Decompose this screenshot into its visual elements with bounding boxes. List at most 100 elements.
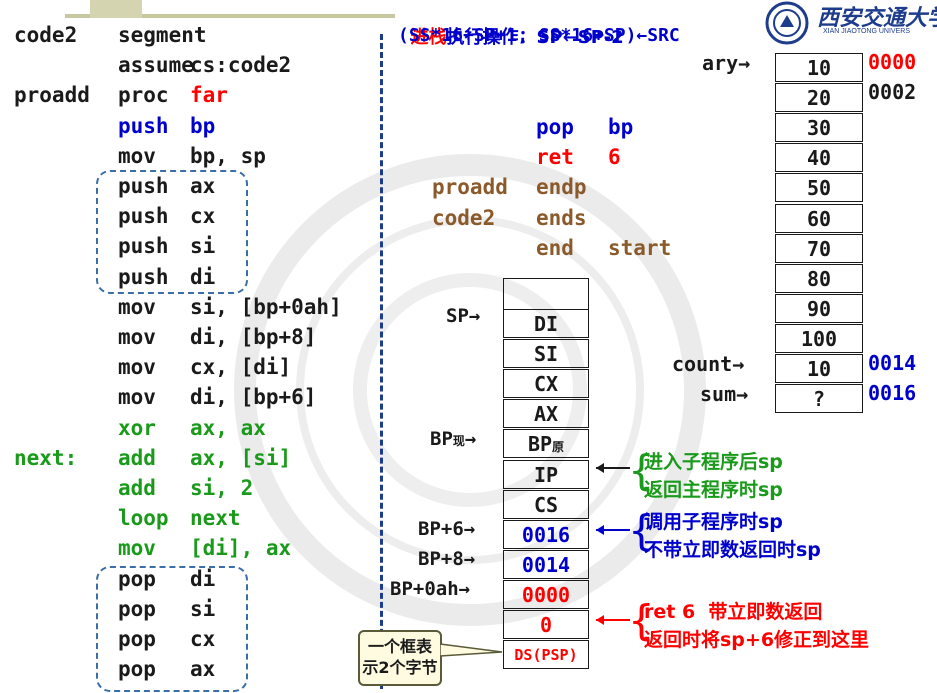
code-arg: [di], ax xyxy=(190,536,292,561)
code-op: pop xyxy=(118,566,156,591)
code-label: code2 xyxy=(14,23,78,47)
code-arg: di xyxy=(190,566,216,591)
stack-cell: AX xyxy=(503,399,589,429)
stack-cell: BP原 xyxy=(503,429,589,459)
code-arg: next xyxy=(190,506,241,531)
ary-cell: ? xyxy=(775,384,863,414)
ary-cell: 10 xyxy=(775,53,863,82)
code-op: add xyxy=(118,476,156,500)
note3-line2: 返回时将sp+6修正到这里 xyxy=(644,629,870,651)
ary-cell: 60 xyxy=(775,203,863,233)
code-arg: far xyxy=(190,83,228,108)
note1-line1: 进入子程序后sp xyxy=(644,451,783,473)
top-bar xyxy=(65,14,395,18)
ary-cell: 30 xyxy=(775,113,863,143)
ary-cell: 90 xyxy=(775,293,863,323)
header-line1: 进栈执行操作：SP←SP-2 xyxy=(398,2,624,49)
code-op: push xyxy=(118,174,169,198)
addr-0002: 0002 xyxy=(868,80,917,104)
sp-label: SP→ xyxy=(446,305,481,327)
stack-cell: SI xyxy=(503,339,589,369)
addr-0000: 0000 xyxy=(868,50,917,74)
code-arg: cs:code2 xyxy=(190,53,292,78)
note3-line1: ret 6 带立即数返回 xyxy=(644,601,823,623)
header-red: 进栈 xyxy=(410,27,447,48)
stack-cell: 0 xyxy=(503,610,589,639)
code-arg: ax xyxy=(190,657,216,682)
top-bar-block xyxy=(90,0,142,18)
code-op: mov xyxy=(118,143,156,168)
code-op: mov xyxy=(118,294,156,319)
university-emblem-icon xyxy=(765,1,809,45)
code-arg: di xyxy=(190,264,216,289)
code-op: mov xyxy=(118,325,156,349)
ary-cell: 80 xyxy=(775,263,863,293)
ary-cell: 50 xyxy=(775,173,863,203)
stack-cell: DI xyxy=(503,309,589,338)
code-op: push xyxy=(118,264,169,289)
code-op: proc xyxy=(118,83,169,108)
code-op: pop xyxy=(536,115,574,139)
code-op: mov xyxy=(118,536,156,561)
code-arg: cx, [di] xyxy=(190,355,292,380)
addr-0014: 0014 xyxy=(868,351,917,375)
code-arg: ax, [si] xyxy=(190,445,292,470)
callout-pointer xyxy=(440,643,503,657)
bp8-label: BP+8→ xyxy=(418,548,476,570)
code-arg: start xyxy=(608,235,672,260)
code-arg: di, [bp+8] xyxy=(190,325,317,349)
stack-cell: 0016 xyxy=(503,519,589,549)
stack-cell: CX xyxy=(503,369,589,399)
code-arg: ax, ax xyxy=(190,415,266,440)
code-op: mov xyxy=(118,385,156,410)
bp-label: BP现→ xyxy=(430,428,477,450)
logo-text: 西安交通大学 xyxy=(817,6,937,31)
university-seal-watermark xyxy=(234,154,706,626)
code-arg: si, 2 xyxy=(190,476,254,500)
code-op: add xyxy=(118,445,156,470)
header-line2: (SS*16+SP+1, SS*16+SP)←SRC xyxy=(398,25,680,46)
code-arg: di, [bp+6] xyxy=(190,385,317,410)
stack-frame-top xyxy=(503,278,589,310)
ary-cell: 40 xyxy=(775,143,863,173)
code-arg: 6 xyxy=(608,145,621,170)
code-label: next: xyxy=(14,445,78,470)
note1-line2: 返回主程序时sp xyxy=(644,479,783,501)
code-op: mov xyxy=(118,355,156,380)
callout-text: 一个框表示2个字节 xyxy=(362,637,438,677)
code-op: push xyxy=(118,234,169,259)
bp0ah-label: BP+0ah→ xyxy=(390,578,471,600)
code-label: proadd xyxy=(14,83,90,108)
divider xyxy=(380,34,383,689)
stack-cell: 0014 xyxy=(503,549,589,579)
code-arg: bp xyxy=(190,113,216,138)
push-group-box xyxy=(96,170,248,294)
pop-group-box xyxy=(96,566,248,692)
ary-cell: 10 xyxy=(775,354,863,383)
code-op: pop xyxy=(118,627,156,651)
logo-subtext: XIAN JIAOTONG UNIVERS xyxy=(823,28,910,35)
stack-cell: CS xyxy=(503,489,589,519)
note-arrows xyxy=(596,463,630,625)
code-op: pop xyxy=(118,657,156,682)
code-op: push xyxy=(118,113,169,138)
note2-line1: 调用子程序时sp xyxy=(644,511,783,533)
code-label: code2 xyxy=(432,205,496,230)
code-op: loop xyxy=(118,506,169,531)
bp6-label: BP+6→ xyxy=(418,518,476,540)
stack-cell: IP xyxy=(503,459,589,489)
code-arg: si, [bp+0ah] xyxy=(190,294,342,319)
code-label: proadd xyxy=(432,175,508,200)
code-op: assume xyxy=(118,53,194,78)
stack-cell: 0000 xyxy=(503,579,589,609)
brace-1: { xyxy=(628,446,655,495)
code-op: push xyxy=(118,204,169,229)
callout-box: 一个框表示2个字节 xyxy=(358,630,442,686)
ary-cell: 20 xyxy=(775,83,863,113)
university-logo: 西安交通大学 XIAN JIAOTONG UNIVERS xyxy=(765,0,937,46)
header-blue: 执行操作：SP←SP-2 xyxy=(446,27,624,48)
ary-cell: 100 xyxy=(775,323,863,353)
code-op: xor xyxy=(118,415,156,440)
code-op: segment xyxy=(118,23,207,47)
code-arg: bp xyxy=(608,115,634,139)
